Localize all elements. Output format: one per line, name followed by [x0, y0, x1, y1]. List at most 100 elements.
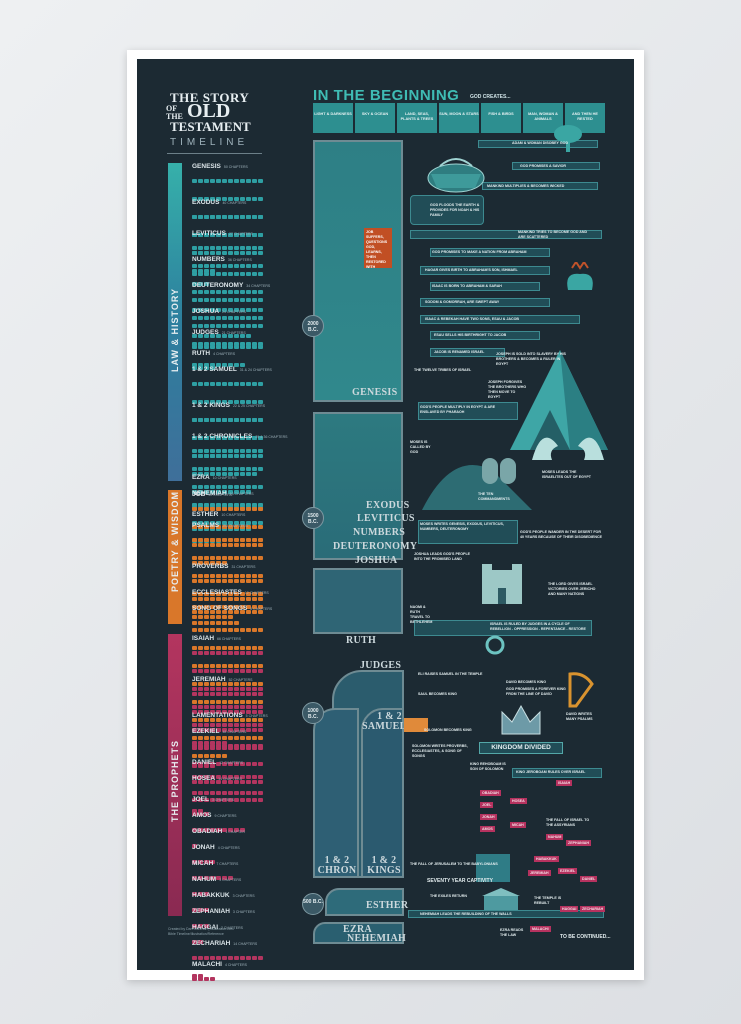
chapter-dot	[210, 621, 215, 625]
chapter-dot	[216, 579, 221, 583]
chapter-dot	[228, 736, 233, 740]
chapter-dot	[246, 651, 251, 655]
chapter-dot	[192, 646, 197, 650]
chapter-dot	[204, 316, 209, 320]
event-saul: SAUL BECOMES KING	[418, 692, 457, 696]
chapter-dot	[192, 298, 197, 302]
chapter-dot	[216, 290, 221, 294]
chapter-dot	[222, 775, 227, 779]
chapter-dot	[240, 556, 245, 560]
chapter-dot	[222, 290, 227, 294]
chapter-dot	[258, 780, 263, 784]
book-name: NAHUM	[192, 876, 217, 883]
chapter-dot	[258, 233, 263, 237]
path-strip	[410, 230, 602, 239]
chapter-dot	[246, 521, 251, 525]
chapter-dot	[240, 744, 245, 748]
chapter-dot	[198, 503, 203, 507]
chapter-dot	[228, 290, 233, 294]
chapter-dot	[222, 574, 227, 578]
chapter-dot	[210, 615, 215, 619]
book-chapter-count: 4 CHAPTERS	[217, 846, 240, 850]
chapter-dot	[240, 527, 245, 531]
chapter-dot	[204, 503, 209, 507]
chronicles-era-block	[313, 708, 359, 878]
chapter-dot	[252, 605, 257, 609]
chapter-dot	[204, 664, 209, 668]
chapter-dot	[258, 290, 263, 294]
chapter-dot	[216, 791, 221, 795]
book-name: HABAKKUK	[192, 892, 230, 899]
chapter-dot	[198, 744, 203, 748]
prophets-bar	[168, 634, 182, 916]
book-name: ISAIAH	[192, 635, 215, 642]
red-sea-waves-illustration	[532, 437, 604, 460]
book-chapter-count: 4 CHAPTERS	[224, 963, 247, 967]
chapter-dot	[234, 324, 239, 328]
jericho-walls-icon	[482, 564, 522, 604]
chapter-dot	[234, 538, 239, 542]
chapter-dot	[240, 436, 245, 440]
chapter-dot	[222, 610, 227, 614]
chapter-dot	[198, 521, 203, 525]
chapter-dot	[204, 682, 209, 686]
chapter-dot	[204, 436, 209, 440]
chapter-dot	[246, 705, 251, 709]
chapter-dot	[228, 728, 233, 732]
chapter-dot	[246, 728, 251, 732]
chapter-dot	[198, 924, 203, 928]
book-name: ZECHARIAH	[192, 940, 231, 947]
chapter-dot	[204, 723, 209, 727]
chapter-dot	[234, 736, 239, 740]
chapter-dot	[204, 579, 209, 583]
chapter-dot	[240, 628, 245, 632]
book-chapter-count: 22 & 25 CHAPTERS	[232, 404, 266, 408]
chapter-dot	[192, 762, 197, 766]
chapter-dot	[228, 342, 233, 346]
chapter-dot	[252, 418, 257, 422]
chapter-dot	[222, 308, 227, 312]
book-name: EZRA	[192, 474, 210, 481]
chapter-dot	[240, 597, 245, 601]
chapter-dot	[258, 597, 263, 601]
cycle-icon	[485, 635, 505, 655]
chapter-dot	[252, 507, 257, 511]
chapter-dot	[216, 342, 221, 346]
chapter-dot	[204, 628, 209, 632]
chapter-dot	[216, 718, 221, 722]
chapter-dot	[216, 574, 221, 578]
chapter-dot	[210, 382, 215, 386]
chapter-dot	[192, 334, 197, 338]
chapter-dot	[246, 723, 251, 727]
chapter-dot	[228, 324, 233, 328]
chapter-dot	[198, 974, 203, 978]
chapter-dot	[246, 472, 251, 476]
chapter-dot	[246, 682, 251, 686]
chapter-dot	[240, 251, 245, 255]
chapter-dot	[216, 324, 221, 328]
event-hagar: HAGAR GIVES BIRTH TO ABRAHAM'S SON, ISHM…	[425, 268, 518, 272]
creation-day-3: LAND, SEAS, PLANTS & TREES	[397, 103, 437, 133]
chapter-dot	[192, 682, 197, 686]
path-strip	[430, 331, 540, 340]
book-chapter-count: 40 CHAPTERS	[222, 201, 247, 205]
chapter-dot	[258, 682, 263, 686]
chapter-dot	[198, 269, 203, 273]
chapter-dot	[216, 687, 221, 691]
chapter-dot	[222, 246, 227, 250]
chapter-dot	[204, 736, 209, 740]
chapter-dot	[198, 472, 203, 476]
book-chapter-count: 8 CHAPTERS	[250, 607, 273, 611]
book-chapter-count: 14 CHAPTERS	[218, 777, 243, 781]
chapter-dot	[198, 828, 203, 832]
chapter-dot	[240, 574, 245, 578]
ram-icon	[567, 262, 593, 290]
book-chapter-count: 150 CHAPTERS	[222, 524, 248, 528]
chapter-dot	[258, 710, 263, 714]
chapter-dot	[204, 791, 209, 795]
chapter-dot	[228, 592, 233, 596]
chapter-dot	[240, 664, 245, 668]
chapter-dot	[240, 246, 245, 250]
prophets-label: THE PROPHETS	[170, 739, 180, 822]
